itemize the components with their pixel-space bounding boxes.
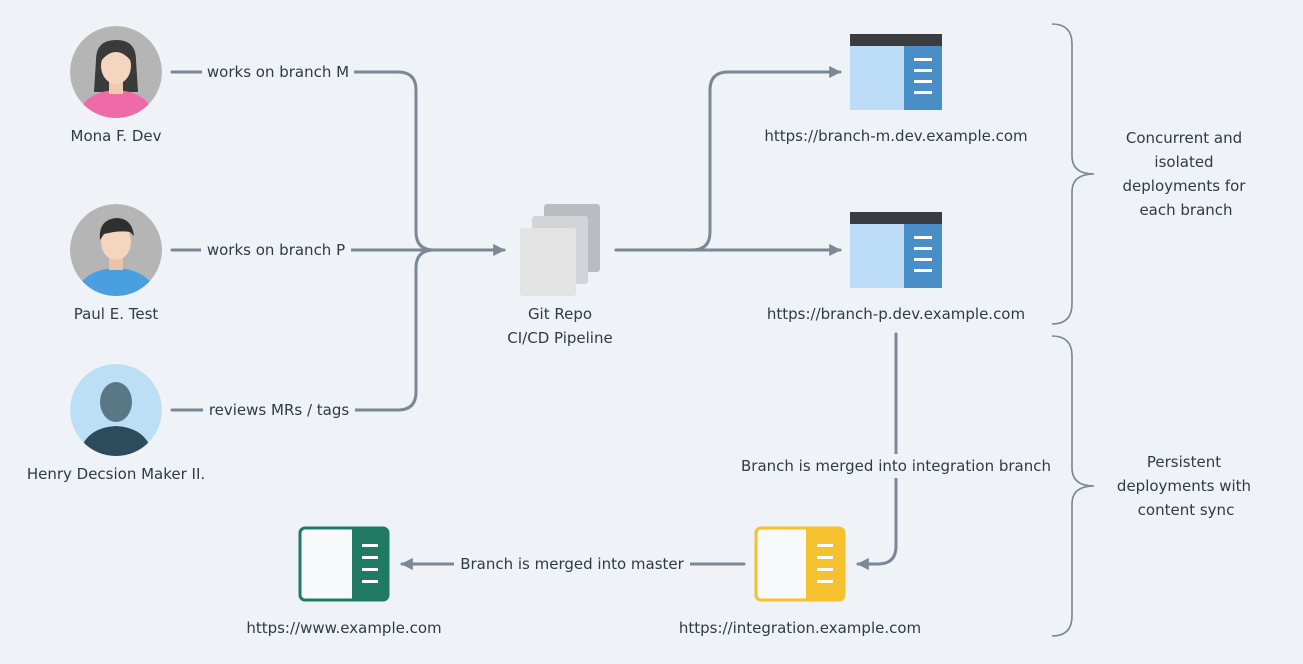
group-label-concurrent-1: Concurrent and bbox=[1126, 129, 1242, 147]
edge-label-henry: reviews MRs / tags bbox=[209, 401, 350, 419]
browser-window-icon bbox=[850, 34, 942, 110]
edge-label-mona: works on branch M bbox=[207, 63, 349, 81]
browser-window-icon bbox=[850, 212, 942, 288]
url-branch-p: https://branch-p.dev.example.com bbox=[767, 305, 1025, 323]
group-label-concurrent-3: deployments for bbox=[1123, 177, 1247, 195]
person-henry: Henry Decsion Maker II. bbox=[27, 364, 205, 483]
connector-branch-p-to-integration bbox=[856, 332, 898, 570]
url-branch-m: https://branch-m.dev.example.com bbox=[764, 127, 1027, 145]
browser-window-icon bbox=[298, 526, 390, 602]
repo-label-line1: Git Repo bbox=[528, 305, 592, 323]
group-concurrent: Concurrent and isolated deployments for … bbox=[1051, 23, 1247, 325]
person-name-mona: Mona F. Dev bbox=[71, 127, 162, 145]
connector-mona-to-repo bbox=[170, 70, 436, 252]
curly-brace-icon bbox=[1051, 23, 1095, 325]
edge-label-paul: works on branch P bbox=[207, 241, 345, 259]
group-label-concurrent-4: each branch bbox=[1139, 201, 1232, 219]
deployment-production: https://www.example.com bbox=[246, 526, 442, 637]
connector-henry-to-repo bbox=[170, 248, 436, 412]
person-paul: Paul E. Test bbox=[70, 204, 162, 323]
git-repo: Git Repo CI/CD Pipeline bbox=[507, 204, 613, 347]
woman-avatar-icon bbox=[70, 26, 162, 118]
deployment-branch-p: https://branch-p.dev.example.com bbox=[767, 212, 1025, 323]
group-label-persistent-1: Persistent bbox=[1147, 453, 1221, 471]
person-silhouette-icon bbox=[70, 364, 162, 456]
edge-label-merge-integration: Branch is merged into integration branch bbox=[741, 457, 1051, 475]
person-name-henry: Henry Decsion Maker II. bbox=[27, 465, 205, 483]
browser-window-icon bbox=[754, 526, 846, 602]
repo-label-line2: CI/CD Pipeline bbox=[507, 329, 612, 347]
url-integration: https://integration.example.com bbox=[679, 619, 921, 637]
person-mona: Mona F. Dev bbox=[70, 26, 162, 145]
group-label-persistent-3: content sync bbox=[1138, 501, 1235, 519]
edge-label-merge-master: Branch is merged into master bbox=[460, 555, 684, 573]
deployment-branch-m: https://branch-m.dev.example.com bbox=[764, 34, 1028, 145]
person-name-paul: Paul E. Test bbox=[74, 305, 159, 323]
curly-brace-icon bbox=[1051, 335, 1095, 637]
group-persistent: Persistent deployments with content sync bbox=[1051, 335, 1251, 637]
deployment-integration: https://integration.example.com bbox=[679, 526, 921, 637]
document-stack-icon bbox=[520, 204, 600, 296]
group-label-persistent-2: deployments with bbox=[1117, 477, 1251, 495]
man-avatar-icon bbox=[70, 204, 162, 296]
group-label-concurrent-2: isolated bbox=[1154, 153, 1213, 171]
connector-repo-to-branch-m bbox=[614, 66, 842, 252]
edge-labels: works on branch M works on branch P revi… bbox=[201, 60, 1059, 576]
url-production: https://www.example.com bbox=[246, 619, 441, 637]
